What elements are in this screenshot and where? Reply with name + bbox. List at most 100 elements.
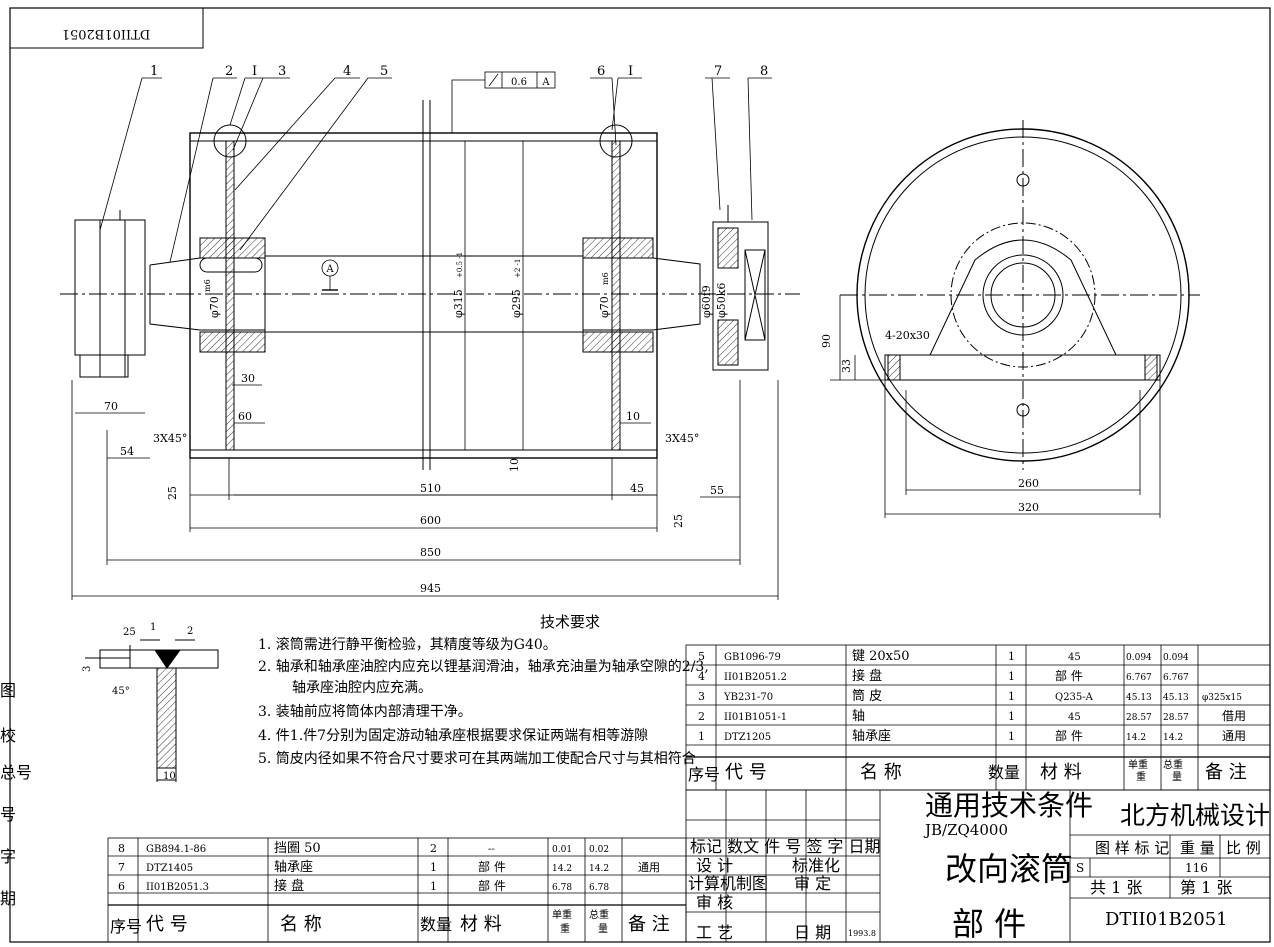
bom-row: 2 II01B1051-1 轴 1 45 28.57 28.57 借用 <box>698 709 1246 724</box>
side-view <box>830 120 1200 518</box>
svg-text:筒 皮: 筒 皮 <box>852 688 882 704</box>
svg-text:II01B1051-1: II01B1051-1 <box>724 712 787 723</box>
svg-text:DTZ1405: DTZ1405 <box>146 863 193 874</box>
svg-text:0.094: 0.094 <box>1163 653 1189 663</box>
bom-row: 4 II01B2051.2 接 盘 1 部 件 6.767 6.767 <box>698 668 1189 684</box>
svg-text:总重: 总重 <box>1163 758 1183 771</box>
title-company: 北方机械设计 <box>1120 801 1270 830</box>
svg-text:45: 45 <box>1068 712 1081 723</box>
svg-text:序号: 序号 <box>688 765 720 784</box>
svg-text:通用: 通用 <box>1222 729 1246 743</box>
dim-text: 55 <box>710 484 724 497</box>
margin-label: 字 <box>0 847 16 866</box>
dim-text: m6 <box>601 272 610 285</box>
svg-text:--: -- <box>488 844 495 855</box>
bom-row: 3 YB231-70 筒 皮 1 Q235-A 45.13 45.13 φ325… <box>698 688 1242 704</box>
svg-text:DTII01B2051: DTII01B2051 <box>62 26 151 41</box>
svg-text:序号: 序号 <box>110 917 142 936</box>
dim-text: +2 -1 <box>514 259 522 278</box>
dim-text: 320 <box>1018 501 1039 514</box>
svg-text:标准化: 标准化 <box>792 856 840 875</box>
dim-text: +0.5 -1 <box>456 252 464 278</box>
dim-text: φ70 <box>598 296 611 318</box>
svg-text:量: 量 <box>598 923 608 935</box>
svg-text:DTZ1205: DTZ1205 <box>724 732 771 743</box>
svg-text:备 注: 备 注 <box>1205 762 1247 783</box>
svg-text:数量: 数量 <box>420 915 452 934</box>
svg-text:1: 1 <box>1008 690 1015 703</box>
svg-text:名 称: 名 称 <box>860 762 902 783</box>
svg-text:0.094: 0.094 <box>1126 653 1152 663</box>
svg-text:接 盘: 接 盘 <box>852 668 882 684</box>
svg-text:S: S <box>1076 861 1084 875</box>
dimension-lines <box>71 141 779 600</box>
svg-text:重: 重 <box>1136 770 1146 783</box>
part-label: 2 <box>225 64 233 79</box>
dim-text: 510 <box>420 482 441 495</box>
svg-text:A: A <box>541 77 550 88</box>
svg-text:日 期: 日 期 <box>794 923 831 942</box>
svg-text:II01B2051.3: II01B2051.3 <box>146 882 209 893</box>
svg-text:Q235-A: Q235-A <box>1055 692 1094 703</box>
svg-text:6: 6 <box>118 880 125 893</box>
technical-requirements: 技术要求 1. 滚筒需进行静平衡检验，其精度等级为G40。 2. 轴承和轴承座油… <box>258 613 709 767</box>
margin-labels: 图 校 总号 号 字 期 <box>0 681 32 908</box>
title-part-type: 部 件 <box>952 905 1026 943</box>
svg-text:挡圈 50: 挡圈 50 <box>274 841 321 856</box>
svg-text:1: 1 <box>430 880 437 893</box>
dim-text: φ295 <box>510 289 523 318</box>
tech-req-item: 5. 筒皮内径如果不符合尺寸要求可在其两端加工使配合尺寸与其相符合 <box>258 750 696 767</box>
dim-text: φ70 <box>208 296 221 318</box>
svg-text:0.02: 0.02 <box>589 845 609 855</box>
tech-req-item: 轴承座油腔内应充满。 <box>292 679 432 696</box>
dim-text: 25 <box>672 514 685 528</box>
svg-text:A: A <box>325 264 334 275</box>
svg-text:1: 1 <box>1008 730 1015 743</box>
svg-text:45°: 45° <box>112 686 130 697</box>
svg-text:部 件: 部 件 <box>478 859 506 874</box>
svg-text:8: 8 <box>118 842 125 855</box>
svg-text:1: 1 <box>150 622 156 633</box>
svg-text:1: 1 <box>1008 670 1015 683</box>
margin-label: 号 <box>0 805 16 824</box>
svg-text:材 料: 材 料 <box>1040 762 1082 783</box>
bom-row: 8 GB894.1-86 挡圈 50 2 -- 0.01 0.02 <box>118 841 609 856</box>
tech-req-item: 3. 装轴前应将筒体内部清理干净。 <box>258 703 472 720</box>
svg-text:重: 重 <box>560 922 570 935</box>
title-std: 通用技术条件 <box>925 789 1093 822</box>
tech-req-item: 2. 轴承和轴承座油腔内应充以锂基润滑油，轴承充油量为轴承空隙的2/3, <box>258 658 709 675</box>
svg-text:材 料: 材 料 <box>460 914 502 935</box>
svg-text:总重: 总重 <box>589 908 609 921</box>
svg-text:键 20x50: 键 20x50 <box>852 649 910 664</box>
leader-lines <box>99 77 772 263</box>
part-label: 7 <box>714 64 722 79</box>
tech-req-item: 4. 件1.件7分别为固定游动轴承座根据要求保证两端有相等游隙 <box>258 727 648 744</box>
svg-text:轴承座: 轴承座 <box>852 729 891 744</box>
dim-text: 10 <box>508 458 521 472</box>
svg-text:116: 116 <box>1185 861 1208 875</box>
bom-row: 1 DTZ1205 轴承座 1 部 件 14.2 14.2 通用 <box>698 728 1246 744</box>
svg-text:比 例: 比 例 <box>1226 839 1261 857</box>
dim-text: 33 <box>840 359 853 373</box>
svg-text:28.57: 28.57 <box>1163 713 1189 723</box>
svg-text:7: 7 <box>118 861 125 874</box>
svg-text:4: 4 <box>698 670 705 683</box>
margin-label: 期 <box>0 889 16 908</box>
title-doc-no: DTII01B2051 <box>1105 909 1228 930</box>
svg-text:代 号: 代 号 <box>725 762 767 783</box>
bom-table-upper: 5 GB1096-79 键 20x50 1 45 0.094 0.094 4 I… <box>685 644 1271 791</box>
svg-text:重 量: 重 量 <box>1180 839 1215 857</box>
part-label: 6 <box>597 64 605 79</box>
bom-row: 5 GB1096-79 键 20x50 1 45 0.094 0.094 <box>698 649 1189 664</box>
dim-text: m6 <box>203 279 212 292</box>
svg-text:计算机制图: 计算机制图 <box>688 874 768 893</box>
svg-text:共 1 张: 共 1 张 <box>1090 878 1142 897</box>
svg-text:轴: 轴 <box>852 709 865 724</box>
svg-text:GB894.1-86: GB894.1-86 <box>146 844 206 855</box>
svg-text:0.01: 0.01 <box>552 845 572 855</box>
svg-text:φ325x15: φ325x15 <box>1202 693 1242 703</box>
svg-text:接 盘: 接 盘 <box>274 878 304 894</box>
svg-text:1993.8: 1993.8 <box>848 929 876 938</box>
svg-text:1: 1 <box>1008 710 1015 723</box>
svg-text:6.767: 6.767 <box>1163 673 1189 683</box>
